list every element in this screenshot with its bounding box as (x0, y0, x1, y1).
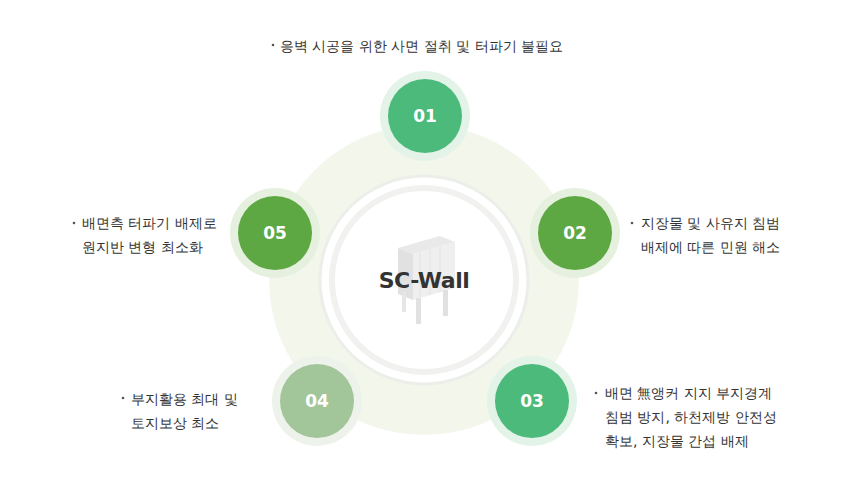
feature-note: 지장물 및 사유지 침범 배제에 따른 민원 해소 (641, 211, 791, 259)
feature-note: 배면 無앵커 지지 부지경계 침범 방지, 하천제방 안전성 확보, 지장물 간… (605, 381, 793, 453)
number-circle: 05 (238, 196, 312, 270)
callout-number: 05 (263, 223, 287, 243)
feature-note: 배면측 터파기 배제로 원지반 변형 최소화 (82, 211, 224, 259)
number-circle: 04 (280, 364, 354, 438)
feature-note: 부지활용 최대 및 토지보상 최소 (131, 387, 249, 435)
inner-disc (332, 188, 516, 372)
halo (530, 188, 620, 278)
halo (230, 188, 320, 278)
number-circle: 02 (538, 196, 612, 270)
feature-note: 응벽 시공을 위한 사면 절취 및 터파기 불필요 (280, 34, 580, 58)
inner-ring (320, 176, 528, 384)
number-circle: 01 (388, 79, 462, 153)
number-circle: 03 (495, 364, 569, 438)
callout-number: 02 (563, 223, 587, 243)
halo (487, 356, 577, 446)
callout-number: 04 (305, 391, 329, 411)
halo (272, 356, 362, 446)
callout-number: 03 (520, 391, 544, 411)
bullets (73, 44, 634, 400)
callout-number: 01 (413, 106, 437, 126)
center-circle: SC-Wall (354, 210, 494, 350)
halo (380, 71, 470, 161)
center-title: SC-Wall (379, 268, 470, 293)
